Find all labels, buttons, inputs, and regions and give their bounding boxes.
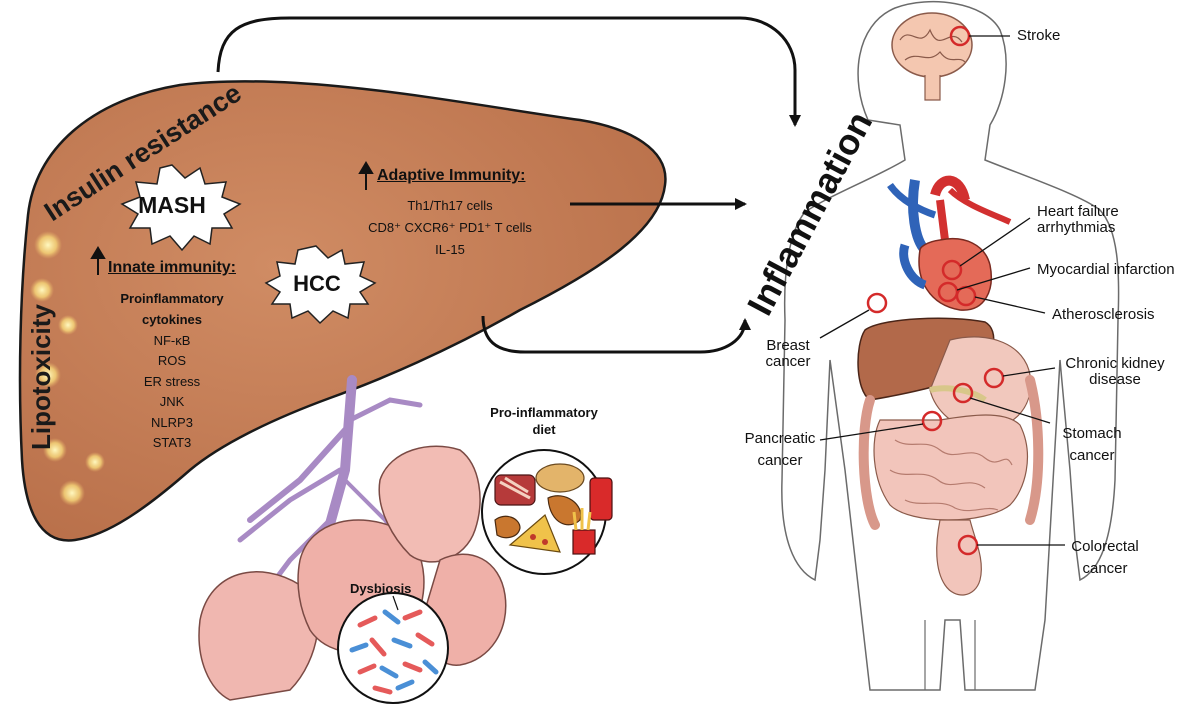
disease-markers [866,25,1005,556]
heart-failure-label: arrhythmias [1037,219,1116,236]
ckd-label: disease [1089,371,1141,388]
brain [891,12,973,101]
innate-item: STAT3 [152,435,192,450]
diet-title: diet [532,422,556,437]
pancreatic-cancer-label: cancer [757,452,803,469]
dysbiosis-label: Dysbiosis [350,581,412,596]
lipotoxicity-label: Lipotoxicity [26,304,56,450]
ckd-label: Chronic kidney [1065,355,1165,372]
colorectal-cancer-label: cancer [1082,560,1128,577]
abdominal-organs [857,317,1044,596]
marker-kidney [983,367,1005,389]
leader-lines [819,35,1065,546]
pancreatic-cancer-label: Pancreatic [744,430,816,447]
breast-cancer-label: Breast [766,337,810,354]
adaptive-item: Th1/Th17 cells [407,198,493,213]
diet-circle [481,449,613,575]
adaptive-immunity-title: Adaptive Immunity: [377,167,526,184]
innate-item: Proinflammatory [120,291,224,306]
atherosclerosis-label: Atherosclerosis [1052,306,1155,323]
innate-item: ER stress [143,374,201,389]
innate-item: cytokines [142,312,202,327]
marker-heart-failure [941,259,963,281]
myocardial-infarction-label: Myocardial infarction [1037,261,1175,278]
mash-burst [120,164,242,252]
heart-failure-label: Heart failure [1037,203,1119,220]
stomach-cancer-label: cancer [1069,447,1115,464]
innate-item: NF-κB [153,333,191,348]
stroke-label: Stroke [1017,27,1061,44]
innate-immunity-title: Innate immunity: [108,259,237,276]
adaptive-item: IL-15 [435,242,465,257]
marker-breast [866,292,888,314]
dysbiosis-circle [337,592,449,704]
breast-cancer-label: cancer [765,353,811,370]
flow-arrows [216,16,801,354]
innate-item: NLRP3 [151,415,193,430]
hcc-label: HCC [293,271,341,296]
innate-item: ROS [157,353,187,368]
up-arrows [90,161,374,275]
innate-item: JNK [159,394,185,409]
stomach-cancer-label: Stomach [1062,425,1122,442]
colorectal-cancer-label: Colorectal [1071,538,1139,555]
mash-label: MASH [138,192,206,218]
hcc-burst [264,245,377,325]
adaptive-item: CD8⁺ CXCR6⁺ PD1⁺ T cells [368,220,532,235]
diet-title: Pro-inflammatory [490,405,598,420]
marker-pancreas [921,410,943,432]
marker-stomach [952,382,974,404]
